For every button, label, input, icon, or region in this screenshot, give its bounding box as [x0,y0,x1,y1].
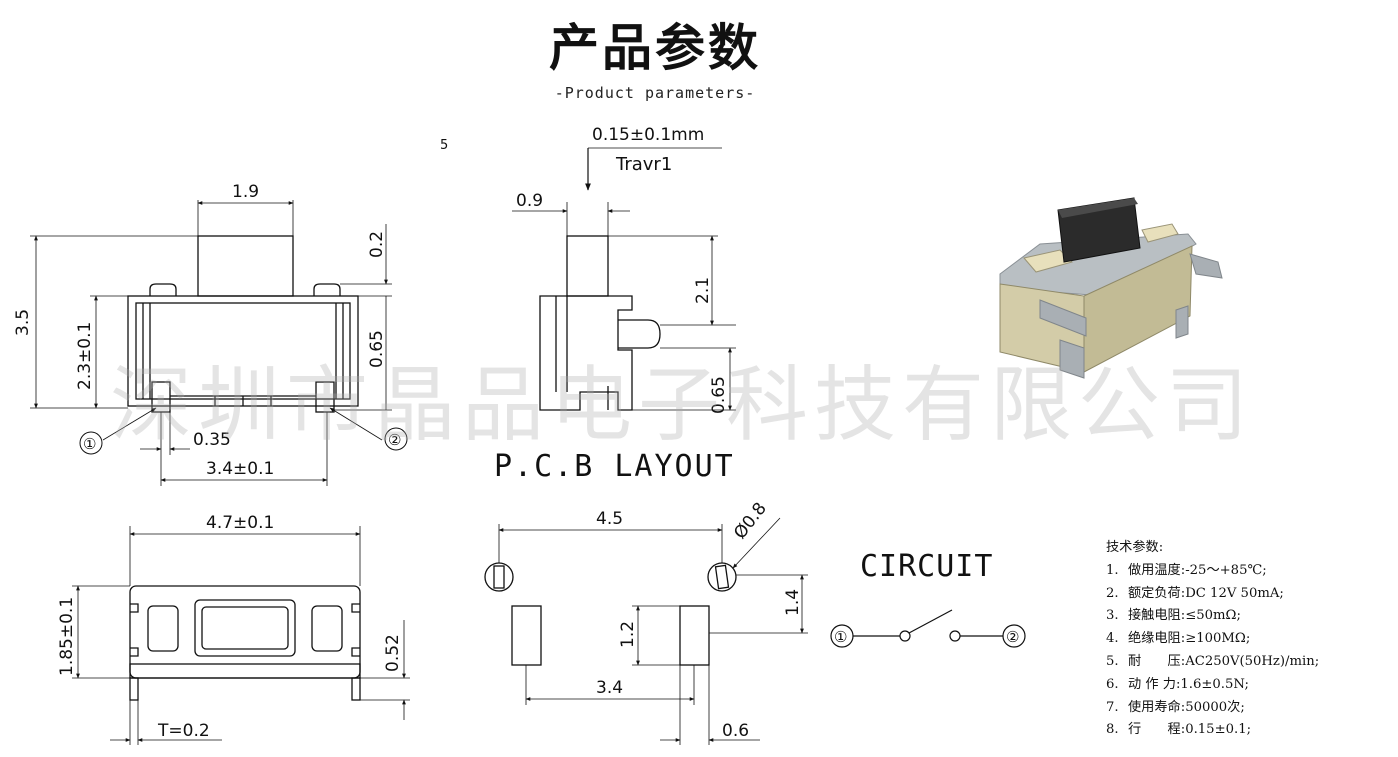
bottom-dim-width: 4.7±0.1 [206,513,274,533]
spec-value: ≤50mΩ; [1185,608,1241,624]
spec-num: 2. [1106,585,1119,601]
spec-num: 5. [1106,653,1119,669]
page-subtitle: -Product parameters- [554,84,756,102]
side-dim-width: 0.9 [516,191,543,211]
front-dim-pitch: 3.4±0.1 [206,459,274,479]
spec-row: 5. 耐 压:AC250V(50Hz)/min; [1106,651,1319,674]
pcb-dim-hole-pitch: 4.5 [596,509,623,529]
pcb-dim-hole-offset: 1.4 [783,589,803,616]
circuit-node-1: ① [834,628,847,646]
front-dim-total-height: 3.5 [13,309,33,336]
spec-value: ≥100MΩ; [1185,631,1251,647]
spec-label: 接触电阻: [1128,608,1186,624]
pcb-layout-heading: P.C.B LAYOUT [494,449,735,484]
side-dim-bottom: 0.65 [709,376,729,414]
spec-row: 4. 绝缘电阻:≥100MΩ; [1106,628,1319,651]
technical-specs: 技术参数: 1. 做用温度:-25～+85℃; 2. 额定负荷:DC 12V 50m… [1106,537,1319,742]
pcb-layout [484,517,808,745]
side-dim-height: 2.1 [693,277,713,304]
specs-heading: 技术参数: [1106,540,1164,555]
spec-label: 动 作 力: [1128,676,1181,692]
spec-row: 6. 动 作 力:1.6±0.5N; [1106,674,1319,697]
bottom-dim-height: 1.85±0.1 [57,597,77,676]
spec-num: 3. [1106,608,1119,624]
spec-num: 8. [1106,722,1119,738]
circuit-diagram [830,609,1026,648]
page-title: 产品参数 [549,19,761,77]
bottom-dim-pin: 0.52 [383,634,403,672]
spec-value: 0.15±0.1; [1185,722,1252,738]
spec-label: 使用寿命: [1128,699,1186,715]
pcb-layout-labels: 4.5 Ø0.8 1.4 1.2 3.4 0.6 [596,499,803,741]
spec-value: -25～+85℃; [1185,562,1267,578]
spec-label: 耐 压: [1128,653,1186,669]
travel-label: Travr1 [615,154,672,175]
spec-value: 1.6±0.5N; [1180,676,1249,692]
pcb-dim-hole-dia: Ø0.8 [730,499,771,543]
spec-row: 8. 行 程:0.15±0.1; [1106,719,1319,742]
front-dim-top-width: 1.9 [232,182,259,202]
spec-value: AC250V(50Hz)/min; [1185,653,1320,669]
front-dim-small: 0.35 [193,430,231,450]
switch-3d-image [999,197,1223,379]
bottom-view-labels: 4.7±0.1 1.85±0.1 0.52 T=0.2 [57,513,403,741]
pcb-dim-pad-pitch: 3.4 [596,678,623,698]
side-view [512,147,736,411]
bottom-view [72,526,410,745]
pcb-dim-pad-height: 1.2 [618,621,638,648]
spec-num: 4. [1106,631,1119,647]
spec-row: 1. 做用温度:-25～+85℃; [1106,560,1319,583]
spec-value: 50000次; [1185,699,1245,715]
travel-text: 0.15±0.1mm [592,125,704,145]
spec-row: 7. 使用寿命:50000次; [1106,697,1319,720]
spec-num: 6. [1106,676,1119,692]
spec-row: 3. 接触电阻:≤50mΩ; [1106,605,1319,628]
page-marker: 5 [440,138,448,153]
circuit-heading: CIRCUIT [860,549,993,584]
watermark-text: 深圳市晶品电子科技有限公司 [110,358,1255,453]
pin2-label: ② [388,431,401,449]
front-dim-body-height: 2.3±0.1 [75,322,95,390]
circuit-node-2: ② [1006,628,1019,646]
spec-label: 绝缘电阻: [1128,631,1186,647]
spec-label: 做用温度: [1128,562,1186,578]
front-view-labels: 1.9 3.5 2.3±0.1 0.2 0.65 0.35 3.4±0.1 ① … [13,182,401,479]
spec-num: 1. [1106,562,1119,578]
pcb-dim-pad-width: 0.6 [722,721,749,741]
bottom-dim-thickness: T=0.2 [157,721,210,741]
spec-row: 2. 额定负荷:DC 12V 50mA; [1106,583,1319,606]
spec-label: 额定负荷: [1128,585,1186,601]
spec-num: 7. [1106,699,1119,715]
front-dim-side-gap: 0.65 [367,330,387,368]
spec-value: DC 12V 50mA; [1185,585,1284,601]
pin1-label: ① [83,435,96,453]
side-view-labels: 0.15±0.1mm Travr1 0.9 2.1 0.65 [516,125,729,414]
spec-label: 行 程: [1128,722,1186,738]
front-dim-top-gap: 0.2 [367,231,387,258]
front-view [30,200,408,486]
